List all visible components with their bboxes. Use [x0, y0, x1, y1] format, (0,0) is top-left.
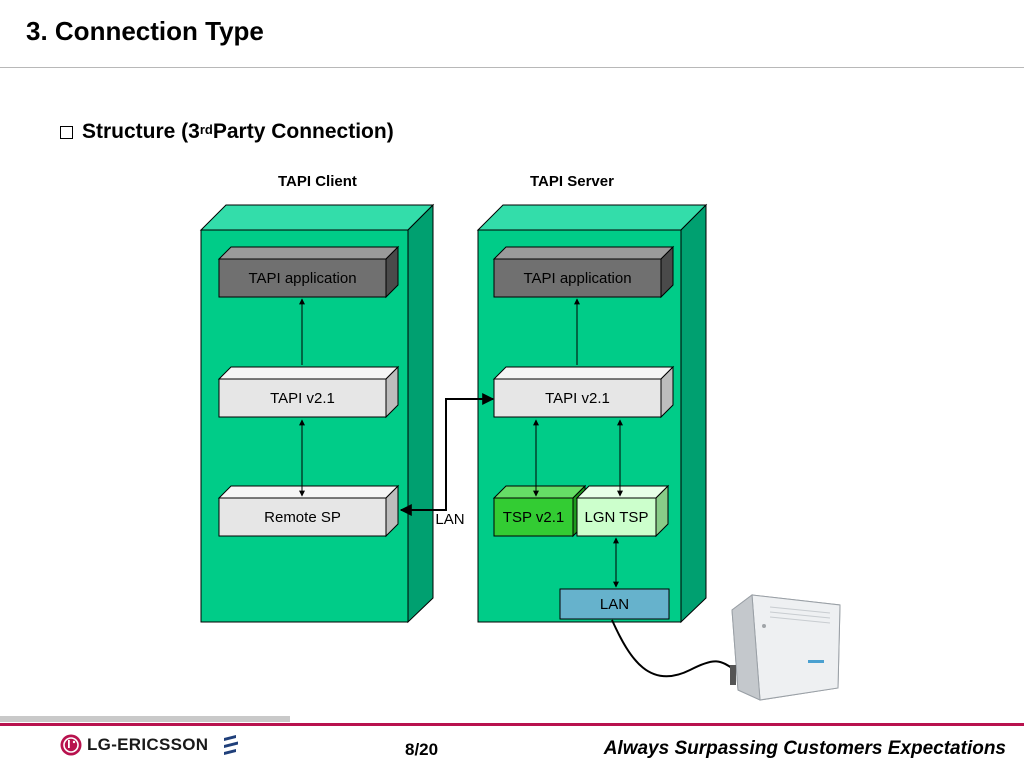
client-tapi-box: [217, 365, 400, 419]
title-divider: [0, 67, 1024, 68]
client-sp-label: Remote SP: [264, 508, 341, 526]
lg-logo-icon: [60, 734, 82, 756]
server-lgn-tsp-label: LGN TSP: [584, 508, 649, 526]
ericsson-logo-icon: [224, 735, 239, 755]
footer-accent-bar: [0, 716, 290, 722]
server-tsp-label: TSP v2.1: [502, 508, 565, 526]
lan-connection-label: LAN: [435, 510, 465, 528]
checkbox-bullet-icon: [60, 126, 73, 139]
footer-tagline: Always Surpassing Customers Expectations: [603, 738, 1006, 759]
tapi-server-label: TAPI Server: [530, 173, 614, 190]
heading-prefix: Structure (3: [82, 120, 200, 143]
client-tapi-label: TAPI v2.1: [270, 389, 335, 407]
company-logo: LG-ERICSSON: [60, 734, 242, 756]
pbx-device-icon: [730, 594, 841, 701]
server-lan-label: LAN: [599, 595, 630, 613]
lan-connection-line: [399, 393, 495, 516]
slide-title: 3. Connection Type: [26, 16, 264, 46]
client-app-box: [217, 245, 400, 299]
server-app-label: TAPI application: [523, 269, 632, 287]
tapi-client-label: TAPI Client: [278, 173, 357, 190]
pbx-cable: [611, 619, 736, 678]
page-number: 8/20: [405, 740, 439, 759]
heading-suffix: Party Connection): [212, 120, 394, 143]
server-app-box: [492, 245, 675, 299]
server-tapi-label: TAPI v2.1: [545, 389, 610, 407]
client-sp-box: [217, 484, 400, 538]
heading-superscript: rd: [199, 122, 213, 137]
server-lan-box: [559, 588, 670, 620]
server-tapi-box: [492, 365, 675, 419]
footer-divider: [0, 723, 1024, 726]
client-app-label: TAPI application: [248, 269, 357, 287]
logo-text: LG-ERICSSON: [87, 735, 209, 754]
